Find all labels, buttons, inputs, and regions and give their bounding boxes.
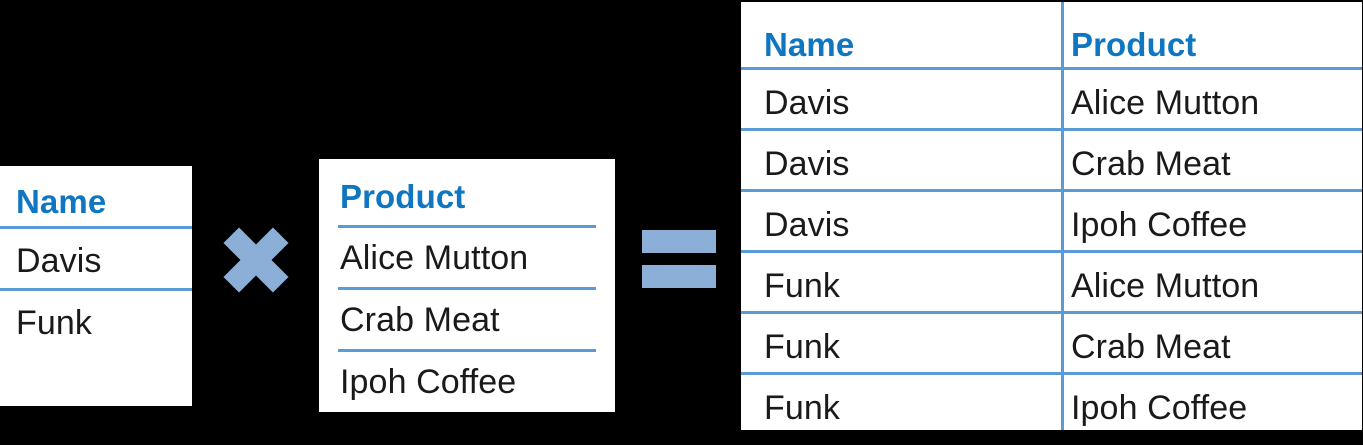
product-table-rule [338, 287, 596, 290]
result-table-cell-product-row2: Ipoh Coffee [1071, 206, 1248, 244]
result-table-cell-name-row2: Davis [764, 206, 850, 244]
product-table-cell-row0: Alice Mutton [340, 239, 529, 277]
name-table-header-name: Name [16, 182, 107, 220]
name-table-rule [0, 226, 192, 229]
cross-join-result-table: Name Product Davis Alice Mutton Davis Cr… [741, 2, 1362, 430]
result-table-rule [741, 128, 1362, 131]
name-table-cell-row0: Davis [16, 242, 102, 280]
equals-icon-bar [642, 230, 716, 253]
result-table-header-name: Name [764, 25, 855, 63]
result-table-cell-name-row3: Funk [764, 267, 840, 305]
product-table-rule [338, 349, 596, 352]
result-table-cell-name-row1: Davis [764, 145, 850, 183]
result-table-cell-product-row1: Crab Meat [1071, 145, 1231, 183]
name-table-cell-row1: Funk [16, 304, 92, 342]
result-table-rule [741, 189, 1362, 192]
name-table: Name Davis Funk [0, 166, 192, 406]
result-table-rule [741, 250, 1362, 253]
result-table-cell-name-row5: Funk [764, 389, 840, 427]
product-table-cell-row2: Ipoh Coffee [340, 363, 517, 401]
product-table-cell-row1: Crab Meat [340, 301, 500, 339]
result-table-header-product: Product [1071, 25, 1197, 63]
product-table-header-product: Product [340, 177, 466, 215]
result-table-cell-product-row4: Crab Meat [1071, 328, 1231, 366]
equals-icon [642, 230, 716, 288]
result-table-rule [741, 67, 1362, 70]
result-table-cell-name-row0: Davis [764, 84, 850, 122]
equals-icon-bar [642, 265, 716, 288]
result-table-cell-product-row3: Alice Mutton [1071, 267, 1260, 305]
product-table-rule [338, 225, 596, 228]
result-table-cell-product-row0: Alice Mutton [1071, 84, 1260, 122]
result-table-column-divider [1061, 2, 1064, 430]
product-table: Product Alice Mutton Crab Meat Ipoh Coff… [319, 159, 615, 412]
result-table-cell-name-row4: Funk [764, 328, 840, 366]
multiply-icon [221, 225, 291, 295]
result-table-rule [741, 311, 1362, 314]
result-table-rule [741, 372, 1362, 375]
name-table-rule [0, 288, 192, 291]
result-table-cell-product-row5: Ipoh Coffee [1071, 389, 1248, 427]
